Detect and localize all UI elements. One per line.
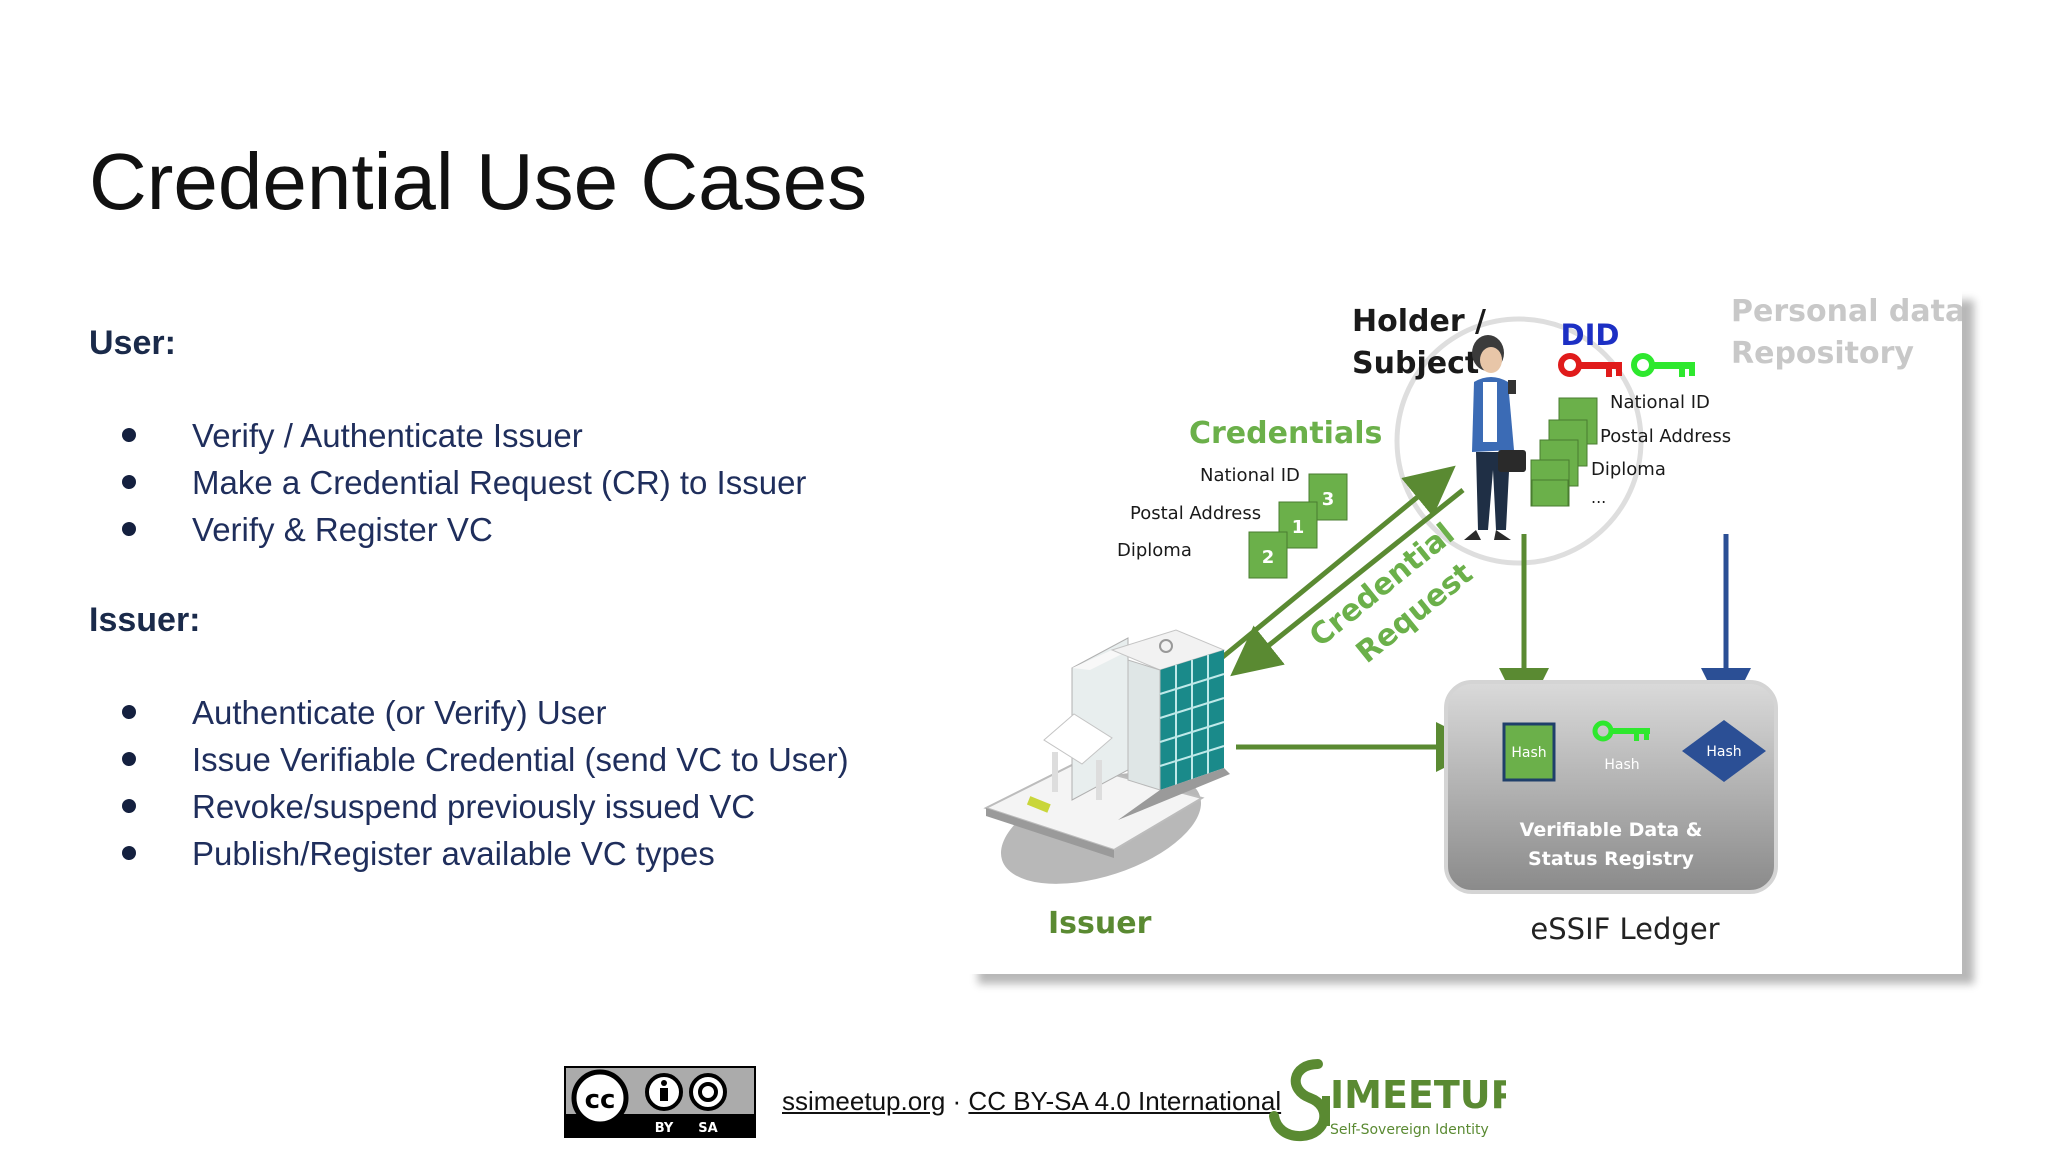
credential-flow-diagram: Holder / Subject Personal data Repositor… xyxy=(966,290,1962,974)
pdr-label-2: Repository xyxy=(1731,336,1914,371)
footer-credits: ssimeetup.org · CC BY-SA 4.0 Internation… xyxy=(782,1086,1281,1117)
user-heading: User: xyxy=(89,324,176,362)
holder-person-icon xyxy=(1464,335,1526,540)
svg-text:SA: SA xyxy=(698,1121,717,1136)
hash-diamond-icon: Hash xyxy=(1682,720,1766,782)
svg-text:3: 3 xyxy=(1322,489,1335,510)
holder-label: Holder / xyxy=(1352,304,1486,339)
list-item: Verify & Register VC xyxy=(120,506,806,553)
request-arrow xyxy=(1230,488,1465,677)
share-alike-icon xyxy=(689,1073,727,1111)
svg-text:Hash: Hash xyxy=(1511,745,1546,761)
issuer-heading: Issuer: xyxy=(89,601,201,639)
slide-title: Credential Use Cases xyxy=(89,137,868,226)
user-list: Verify / Authenticate Issuer Make a Cred… xyxy=(120,412,806,553)
wallet-item: National ID xyxy=(1610,392,1710,413)
list-item-text: Revoke/suspend previously issued VC xyxy=(192,788,756,825)
logo-subtext: Self-Sovereign Identity xyxy=(1330,1122,1489,1138)
svg-text:Hash: Hash xyxy=(1706,744,1741,760)
credential-doc-icon: 2 xyxy=(1248,531,1288,579)
svg-text:1: 1 xyxy=(1292,517,1305,538)
hash-document-icon: Hash xyxy=(1502,722,1556,782)
wallet-item: ... xyxy=(1591,488,1606,507)
logo-s-icon xyxy=(1269,1059,1330,1142)
site-link[interactable]: ssimeetup.org xyxy=(782,1086,946,1116)
list-item-text: Issue Verifiable Credential (send VC to … xyxy=(192,741,849,778)
credential-item: Postal Address xyxy=(1130,503,1261,524)
svg-text:2: 2 xyxy=(1262,547,1275,568)
footer-separator: · xyxy=(945,1086,969,1116)
subject-label: Subject xyxy=(1352,346,1479,381)
credential-item: Diploma xyxy=(1117,540,1192,561)
credential-doc-icon: 3 xyxy=(1308,473,1348,521)
ssi-meetup-logo: IMEETUP Self-Sovereign Identity xyxy=(1269,1059,1506,1142)
bullet-icon xyxy=(122,705,136,719)
list-item-text: Make a Credential Request (CR) to Issuer xyxy=(192,464,807,501)
repository-circle xyxy=(1394,316,1644,566)
bullet-icon xyxy=(122,522,136,536)
svg-text:BY: BY xyxy=(655,1121,674,1136)
list-item-text: Authenticate (or Verify) User xyxy=(192,694,607,731)
bullet-icon xyxy=(122,428,136,442)
list-item: Verify / Authenticate Issuer xyxy=(120,412,806,459)
registry-label: Verifiable Data & xyxy=(1520,819,1703,841)
issuer-label: Issuer xyxy=(1048,906,1152,941)
registry-label-2: Status Registry xyxy=(1528,848,1695,870)
cc-icon: cc xyxy=(585,1085,616,1115)
wallet-item: Diploma xyxy=(1591,459,1666,480)
issuer-building-icon xyxy=(983,629,1230,884)
bullet-icon xyxy=(122,752,136,766)
list-item-text: Publish/Register available VC types xyxy=(192,835,715,872)
list-item-text: Verify & Register VC xyxy=(192,511,493,548)
wallet-item: Postal Address xyxy=(1600,426,1731,447)
cc-license-badge[interactable]: cc BY SA xyxy=(564,1066,756,1138)
public-key-icon xyxy=(1631,353,1695,377)
license-link[interactable]: CC BY-SA 4.0 International xyxy=(968,1086,1282,1116)
bullet-icon xyxy=(122,846,136,860)
list-item: Authenticate (or Verify) User xyxy=(120,689,849,736)
list-item: Revoke/suspend previously issued VC xyxy=(120,783,849,830)
credential-item: National ID xyxy=(1200,465,1300,486)
list-item-text: Verify / Authenticate Issuer xyxy=(192,417,583,454)
logo-text: IMEETUP xyxy=(1330,1073,1506,1117)
did-label: DID xyxy=(1561,318,1620,352)
issuer-list: Authenticate (or Verify) User Issue Veri… xyxy=(120,689,849,877)
bullet-icon xyxy=(122,475,136,489)
list-item: Publish/Register available VC types xyxy=(120,830,849,877)
pdr-label: Personal data xyxy=(1731,294,1962,329)
ledger-label: eSSIF Ledger xyxy=(1530,912,1719,946)
list-item: Make a Credential Request (CR) to Issuer xyxy=(120,459,806,506)
svg-text:Hash: Hash xyxy=(1604,757,1639,773)
wallet-documents-icon xyxy=(1530,397,1598,507)
bullet-icon xyxy=(122,799,136,813)
diagram-canvas: Holder / Subject Personal data Repositor… xyxy=(983,294,1962,946)
list-item: Issue Verifiable Credential (send VC to … xyxy=(120,736,849,783)
private-key-icon xyxy=(1558,353,1622,377)
credentials-label: Credentials xyxy=(1189,416,1382,451)
hash-key-icon: Hash xyxy=(1592,720,1650,773)
